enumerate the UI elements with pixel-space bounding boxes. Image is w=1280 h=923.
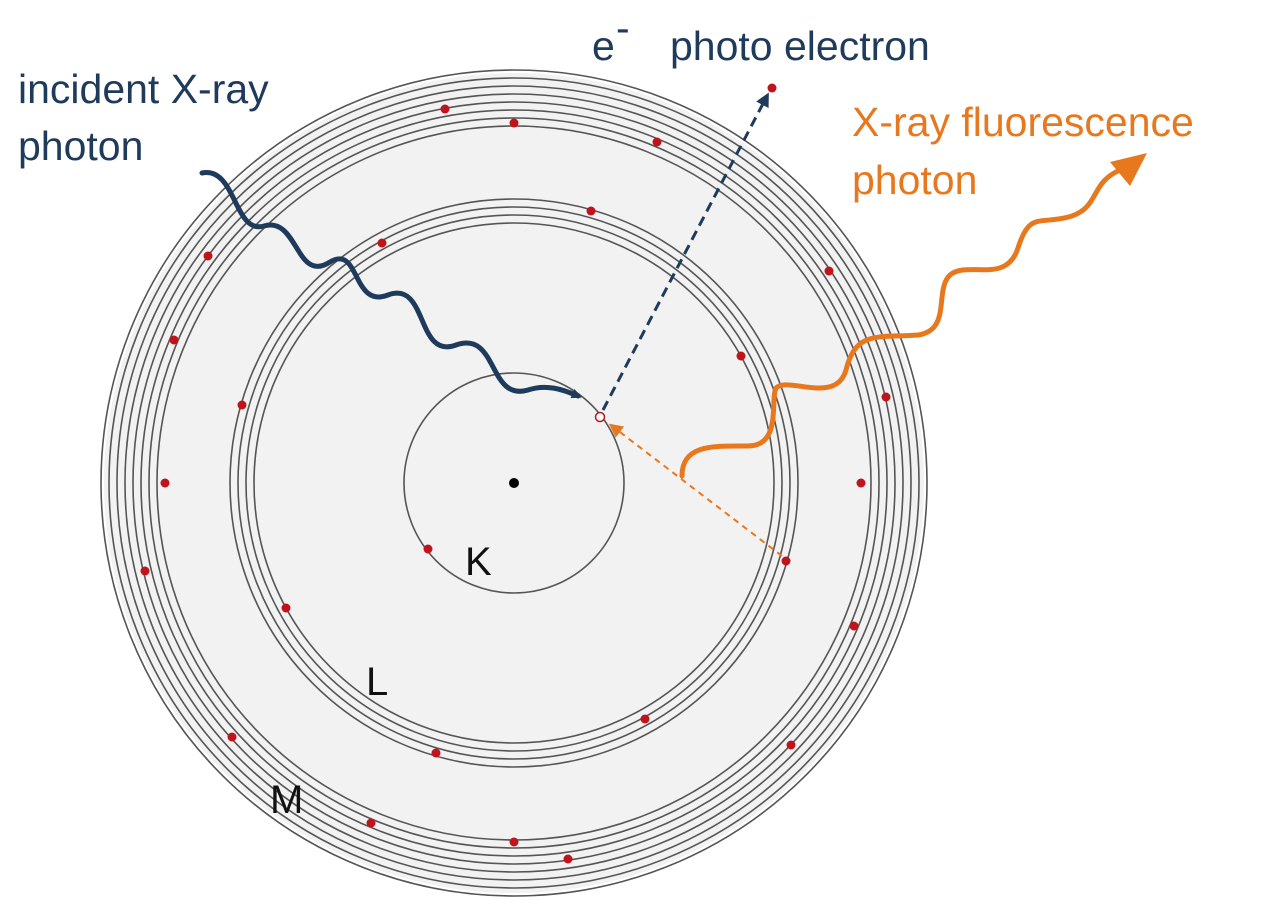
electron [586, 206, 596, 216]
electron [563, 854, 573, 864]
electron [640, 714, 650, 724]
electron [366, 818, 376, 828]
ejected-electron [767, 83, 777, 93]
electron [377, 238, 387, 248]
electron-superscript: - [616, 5, 630, 51]
electron [786, 740, 796, 750]
electron [881, 392, 891, 402]
electron [227, 732, 237, 742]
electrons [140, 104, 891, 864]
electron [509, 837, 519, 847]
electron [652, 137, 662, 147]
nucleus [509, 478, 519, 488]
electron [237, 400, 247, 410]
electron-symbol: e [592, 23, 615, 69]
electron [856, 478, 866, 488]
electron [169, 335, 179, 345]
incident-photon-label-line2: photon [18, 123, 143, 169]
electron [140, 566, 150, 576]
electron [160, 478, 170, 488]
electron [423, 544, 433, 554]
shell-label-m: M [270, 778, 303, 822]
photo-electron-path [601, 92, 769, 411]
electron [431, 748, 441, 758]
electron [781, 556, 791, 566]
fluorescence-photon-label-line1: X-ray fluorescence [852, 99, 1194, 145]
electron [203, 251, 213, 261]
shell-label-l: L [366, 660, 388, 704]
k-shell-vacancy [594, 411, 606, 423]
electron [824, 266, 834, 276]
incident-photon-wave [199, 170, 582, 399]
electron [736, 351, 746, 361]
electron [509, 118, 519, 128]
fluorescence-photon-wave [679, 167, 1123, 479]
fluorescence-arrowhead [1110, 153, 1147, 186]
m-shell [100, 69, 928, 897]
l-shell [229, 198, 799, 768]
electron-transition-path [608, 423, 783, 557]
electron [440, 104, 450, 114]
electron [849, 621, 859, 631]
k-shell [403, 372, 625, 594]
shell-label-k: K [465, 540, 492, 584]
photo-electron-label: photo electron [670, 23, 930, 69]
fluorescence-photon-label-line2: photon [852, 157, 977, 203]
electron [281, 603, 291, 613]
incident-photon-label-line1: incident X-ray [18, 66, 269, 112]
